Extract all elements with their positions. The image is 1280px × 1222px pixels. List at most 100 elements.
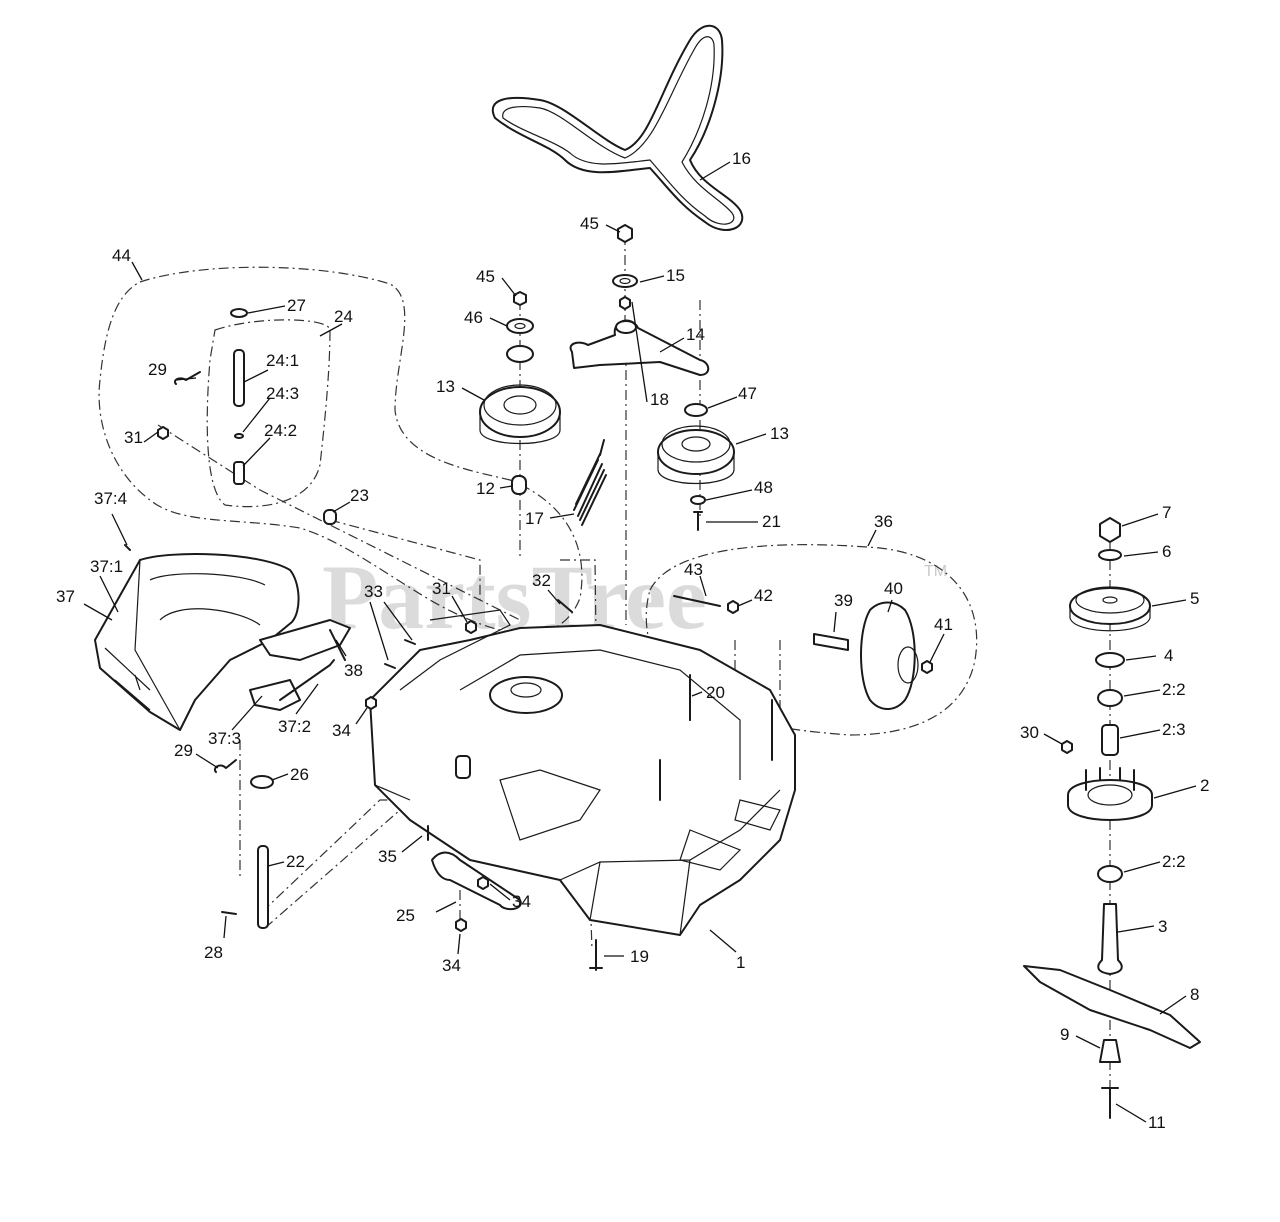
seal-4 <box>1095 652 1125 668</box>
scalp-plate-25 <box>431 851 522 911</box>
housing-2 <box>1067 779 1153 821</box>
callout-37-1: 37:1 <box>90 557 123 576</box>
callout-45: 45 <box>580 214 599 233</box>
nut-18 <box>619 296 631 310</box>
callout-2-2: 2:2 <box>1162 680 1186 699</box>
callout-2-3: 2:3 <box>1162 720 1186 739</box>
callout-21: 21 <box>762 512 781 531</box>
spacer-23 <box>323 509 337 525</box>
nut-30 <box>1061 740 1073 754</box>
callout-33: 33 <box>364 582 383 601</box>
callout-37: 37 <box>56 587 75 606</box>
callout-29: 29 <box>148 360 167 379</box>
callout-24-1: 24:1 <box>266 351 299 370</box>
callout-15: 15 <box>666 266 685 285</box>
callout-31: 31 <box>432 579 451 598</box>
watermark-trademark: TM <box>924 563 947 580</box>
callout-46: 46 <box>464 308 483 327</box>
callout-19: 19 <box>630 947 649 966</box>
nut-31a <box>157 426 169 440</box>
callout-20: 20 <box>706 683 725 702</box>
leader-lines <box>83 161 1197 1123</box>
bolt-43 <box>673 595 721 607</box>
callout-13: 13 <box>770 424 789 443</box>
spring-38 <box>329 629 346 661</box>
callout-31: 31 <box>124 428 143 447</box>
washer-6 <box>1098 549 1122 561</box>
callout-7: 7 <box>1162 503 1171 522</box>
pin-24-1 <box>233 349 245 407</box>
deck-pulley <box>489 676 563 714</box>
washer-15 <box>612 274 638 288</box>
hairpin-29a <box>174 371 201 385</box>
pin-24-2 <box>233 461 245 485</box>
callout-16: 16 <box>732 149 751 168</box>
callout-5: 5 <box>1190 589 1199 608</box>
callout-44: 44 <box>112 246 131 265</box>
nut-34b <box>477 876 489 890</box>
callout-2: 2 <box>1200 776 1209 795</box>
callout-12: 12 <box>476 479 495 498</box>
idler-pulley-13a <box>479 386 561 438</box>
spacer-2-3 <box>1101 724 1119 756</box>
cotter-28 <box>221 911 237 915</box>
spring-17 <box>573 453 607 526</box>
bolt-11 <box>1101 1087 1119 1119</box>
callout-4: 4 <box>1164 646 1173 665</box>
callout-6: 6 <box>1162 542 1171 561</box>
callout-22: 22 <box>286 852 305 871</box>
bolt-32 <box>557 599 573 613</box>
callout-42: 42 <box>754 586 773 605</box>
callout-45: 45 <box>476 267 495 286</box>
bolt-19 <box>589 939 603 971</box>
callout-8: 8 <box>1190 985 1199 1004</box>
bearing-2-2b <box>1097 865 1123 883</box>
link-37-3 <box>249 679 301 711</box>
washer-47 <box>684 403 708 417</box>
callout-27: 27 <box>287 296 306 315</box>
nut-31b <box>465 620 477 634</box>
callout-24-3: 24:3 <box>266 384 299 403</box>
bolt-21 <box>693 511 703 531</box>
callout-35: 35 <box>378 847 397 866</box>
mower-deck <box>365 599 796 971</box>
callout-24: 24 <box>334 307 353 326</box>
callout-26: 26 <box>290 765 309 784</box>
callout-25: 25 <box>396 906 415 925</box>
callout-24-2: 24:2 <box>264 421 297 440</box>
discharge-chute <box>94 544 351 731</box>
group-44-outline <box>98 266 583 635</box>
shaft-3 <box>1097 903 1123 975</box>
nut-34c <box>455 918 467 932</box>
spindle-assembly <box>1023 517 1201 1119</box>
callout-28: 28 <box>204 943 223 962</box>
callout-41: 41 <box>934 615 953 634</box>
callout-3: 3 <box>1158 917 1167 936</box>
nut-42 <box>727 600 739 614</box>
deflector-linkage <box>259 619 351 661</box>
bearing-2-2a <box>1097 689 1123 707</box>
callout-labels: 16 45 15 45 46 14 13 18 47 13 12 48 17 2… <box>56 149 1209 1132</box>
washer-27 <box>230 308 248 318</box>
callout-29: 29 <box>174 741 193 760</box>
callout-34: 34 <box>442 956 461 975</box>
hairpin-29b <box>214 759 237 773</box>
callout-39: 39 <box>834 591 853 610</box>
nut-7 <box>1099 517 1121 543</box>
callout-37-3: 37:3 <box>208 729 241 748</box>
callout-2-2: 2:2 <box>1162 852 1186 871</box>
callout-37-4: 37:4 <box>94 489 127 508</box>
callout-37-2: 37:2 <box>278 717 311 736</box>
nut-45b <box>513 291 527 306</box>
callout-43: 43 <box>684 560 703 579</box>
washer-48 <box>690 495 706 505</box>
callout-32: 32 <box>532 571 551 590</box>
pulley-5 <box>1069 587 1151 625</box>
callout-34: 34 <box>332 721 351 740</box>
callout-11: 11 <box>1148 1113 1166 1132</box>
callout-47: 47 <box>738 384 757 403</box>
wheel-40 <box>860 601 916 710</box>
callout-48: 48 <box>754 478 773 497</box>
callout-23: 23 <box>350 486 369 505</box>
